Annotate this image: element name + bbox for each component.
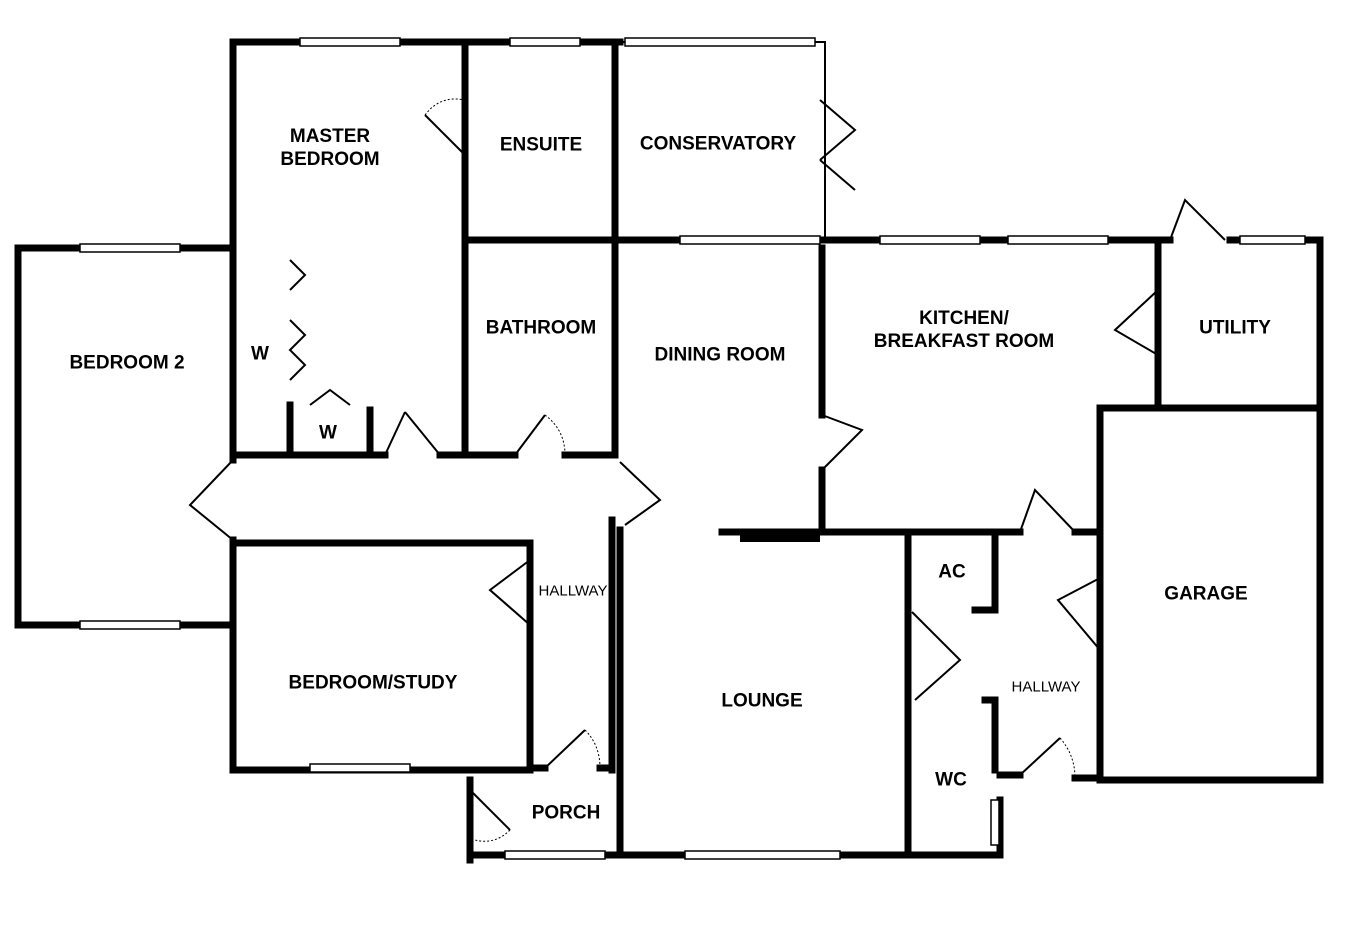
- room-label-hallway: HALLWAY: [538, 582, 608, 600]
- room-label-utility: UTILITY: [1199, 317, 1271, 339]
- room-label-bathroom: BATHROOM: [485, 317, 597, 339]
- room-label-ac: AC: [938, 561, 966, 583]
- room-label-lounge: LOUNGE: [721, 690, 803, 712]
- room-label-wardrobe: W: [319, 422, 337, 444]
- room-label-kitchen: KITCHEN/ BREAKFAST ROOM: [873, 308, 1055, 352]
- room-label-bedroom-2: BEDROOM 2: [69, 352, 185, 374]
- room-label-wc: WC: [935, 769, 967, 791]
- room-label-dining-room: DINING ROOM: [654, 344, 786, 366]
- room-label-master-bedroom: MASTER BEDROOM: [280, 126, 380, 170]
- room-label-bedroom-study: BEDROOM/STUDY: [288, 672, 458, 694]
- room-label-hallway-2: HALLWAY: [1011, 678, 1081, 696]
- doors: [188, 98, 1226, 842]
- walls: [14, 38, 1324, 864]
- room-label-porch: PORCH: [531, 802, 601, 824]
- room-label-garage: GARAGE: [1164, 583, 1248, 605]
- room-label-wardrobe: W: [251, 343, 269, 365]
- room-label-ensuite: ENSUITE: [499, 134, 583, 156]
- windows: [79, 37, 1306, 860]
- room-label-conservatory: CONSERVATORY: [639, 133, 797, 155]
